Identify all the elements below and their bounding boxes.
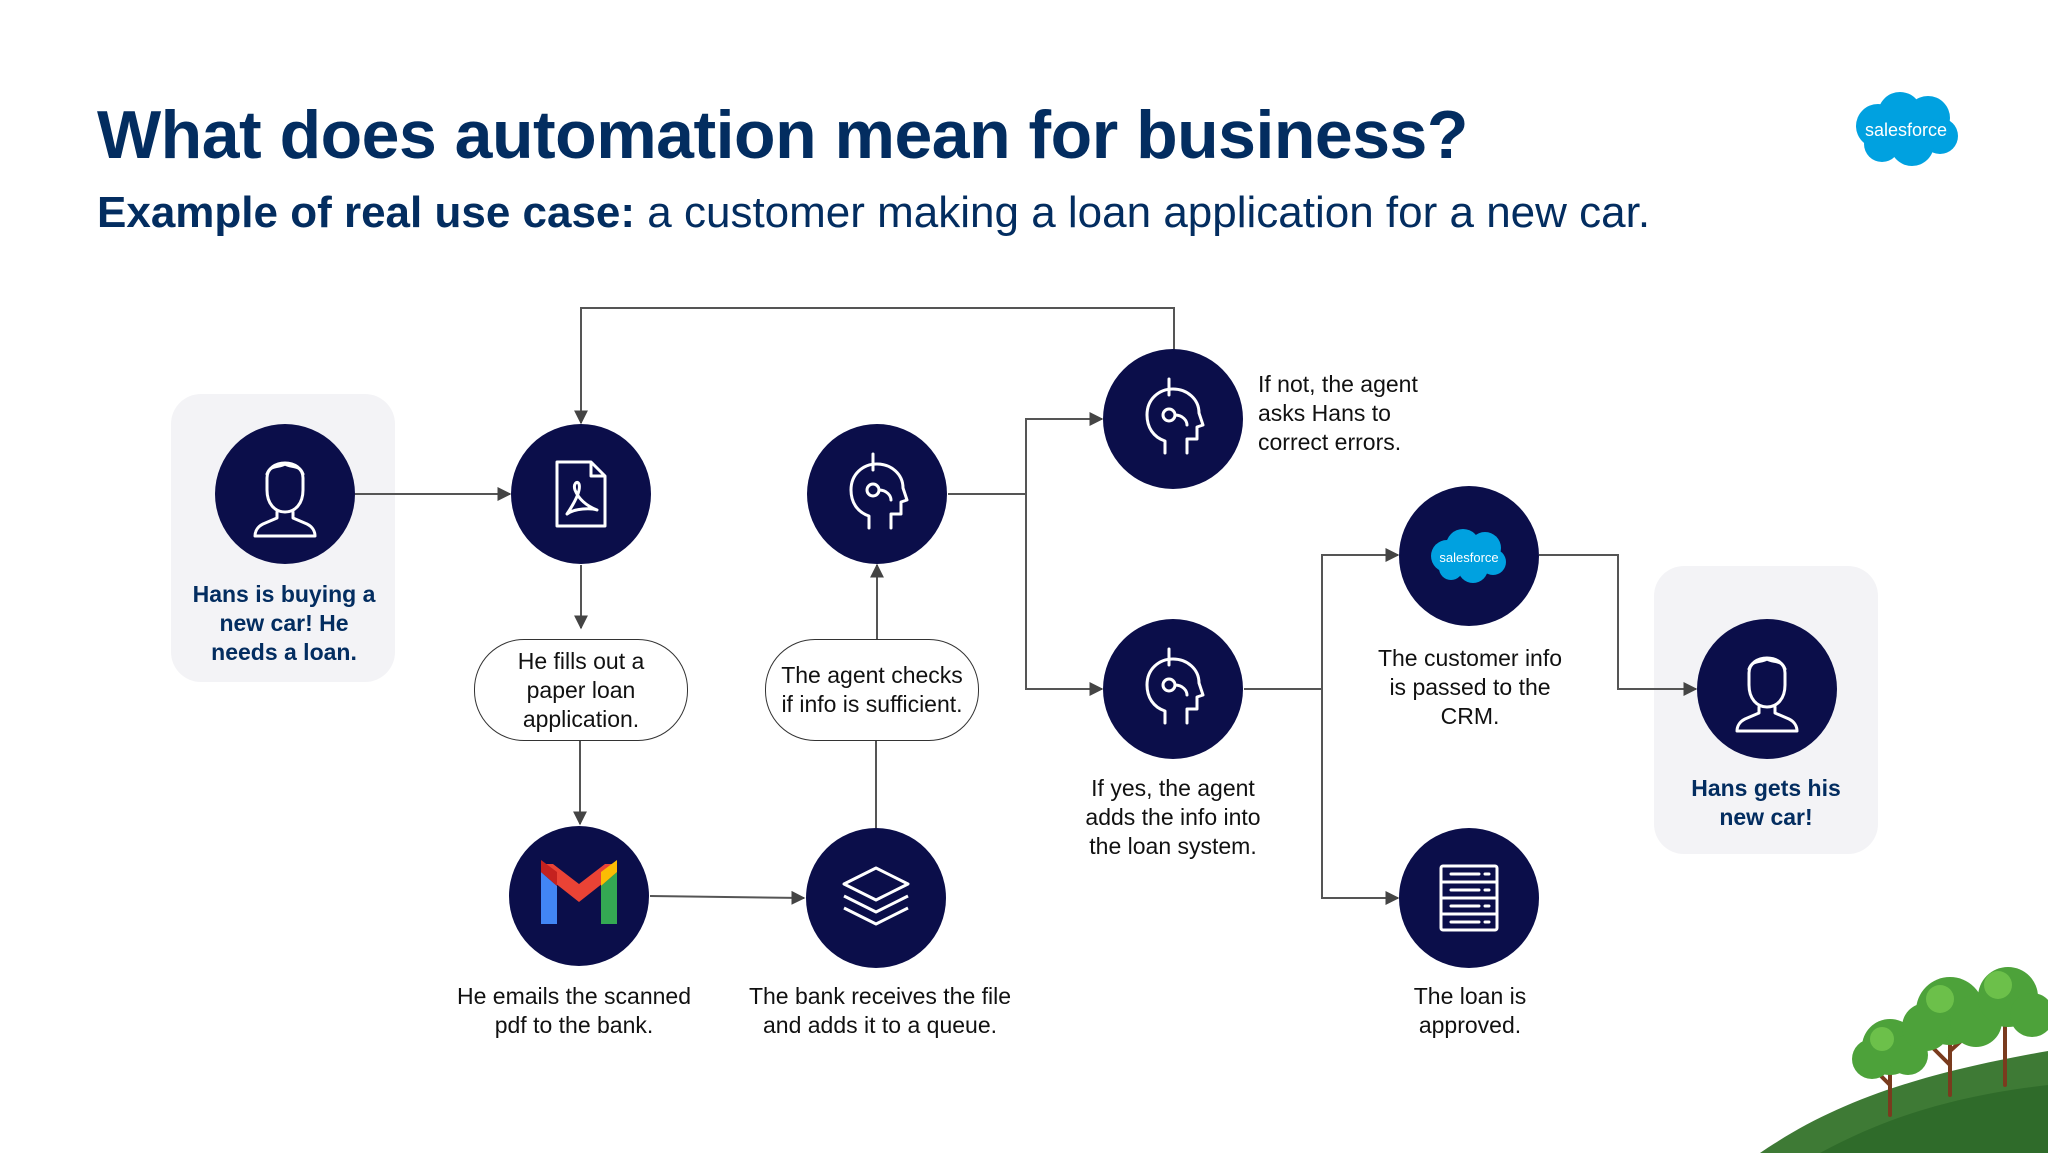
salesforce-logo-icon: salesforce	[1431, 529, 1506, 583]
label-approved: The loan is approved.	[1413, 983, 1527, 1038]
label-hans-end: Hans gets his new car!	[1691, 775, 1841, 830]
arrow-split-to-crm	[1321, 548, 1400, 689]
subtitle-rest: a customer making a loan application for…	[635, 188, 1651, 237]
salesforce-logo: salesforce	[1856, 92, 1958, 166]
node-agent-check	[807, 424, 947, 564]
label-crm: The customer info is passed to the CRM.	[1377, 645, 1563, 729]
arrow-crm-to-end	[1539, 554, 1698, 696]
crm-logo-text: salesforce	[1439, 550, 1498, 565]
pill-agent-check: The agent checks if info is sufficient.	[765, 639, 979, 741]
node-agent-not	[1103, 349, 1243, 489]
pill-agent-check-text: The agent checks if info is sufficient.	[781, 662, 963, 717]
gmail-icon	[541, 860, 617, 924]
label-email: He emails the scanned pdf to the bank.	[457, 983, 691, 1038]
headset-agent-icon	[1145, 647, 1205, 725]
arrow-email-to-queue	[649, 890, 806, 905]
layers-icon	[842, 866, 910, 926]
pill-paper-form: He fills out a paper loan application.	[474, 639, 688, 741]
node-hans-start	[215, 424, 355, 564]
node-agent-yes	[1103, 619, 1243, 759]
label-agent-not: If not, the agent asks Hans to correct e…	[1258, 371, 1418, 455]
node-email	[509, 826, 649, 966]
logo-text: salesforce	[1865, 120, 1947, 140]
label-agent-yes: If yes, the agent adds the info into the…	[1085, 775, 1261, 859]
headset-agent-icon	[849, 452, 909, 530]
person-icon	[1735, 656, 1799, 733]
node-hans-end	[1697, 619, 1837, 759]
arrow-split-to-approved	[1321, 689, 1400, 905]
person-icon	[253, 461, 317, 538]
server-list-icon	[1439, 864, 1499, 932]
label-hans-start: Hans is buying a new car! He needs a loa…	[192, 581, 376, 665]
hill-trees-illustration	[1760, 967, 2048, 1153]
pill-paper-form-text: He fills out a paper loan application.	[517, 647, 645, 732]
node-crm: salesforce	[1399, 486, 1539, 626]
arrow-not-loop-back	[574, 307, 1175, 425]
headset-agent-icon	[1145, 377, 1205, 455]
node-paper-form	[511, 424, 651, 564]
subtitle-bold: Example of real use case:	[97, 188, 636, 237]
arrow-branch-to-not	[1025, 412, 1104, 494]
node-queue	[806, 828, 946, 968]
node-approved	[1399, 828, 1539, 968]
arrow-branch-to-yes	[1025, 494, 1104, 696]
slide-title: What does automation mean for business?	[97, 97, 1468, 173]
label-queue: The bank receives the file and adds it t…	[748, 983, 1012, 1038]
slide-subtitle: Example of real use case: a customer mak…	[97, 188, 1650, 238]
pdf-document-icon	[555, 460, 607, 528]
